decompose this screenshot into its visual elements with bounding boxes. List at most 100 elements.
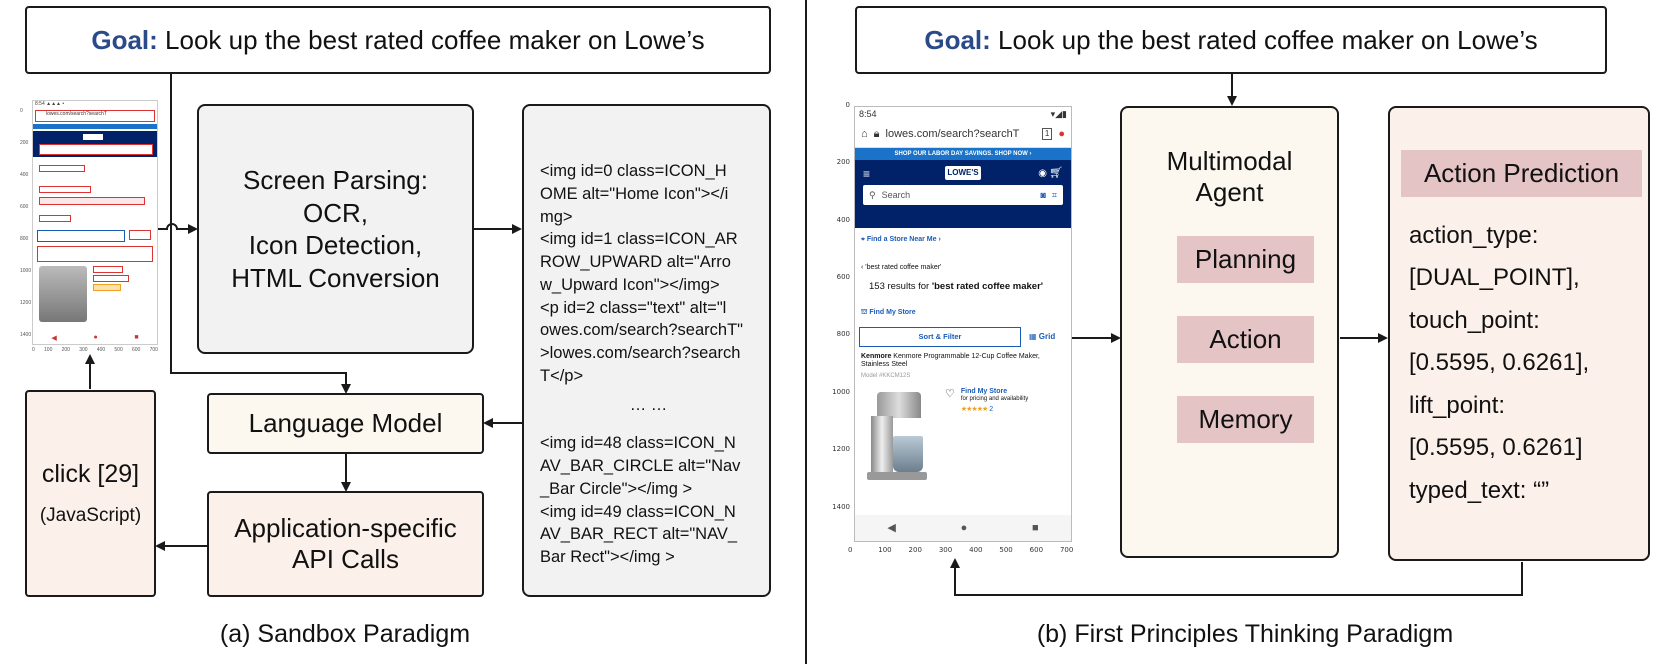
promo-banner[interactable]: SHOP OUR LABOR DAY SAVINGS. SHOP NOW › — [855, 148, 1071, 160]
html-code-line: AV_BAR_RECT alt="NAV_ — [540, 525, 738, 544]
screen-parsing-box: Screen Parsing: OCR, Icon Detection, HTM… — [197, 104, 474, 354]
api-calls-line: Application-specific — [234, 512, 457, 543]
product-title[interactable]: Kenmore Kenmore Programmable 12-Cup Coff… — [855, 351, 1071, 373]
results-count-text: 153 results for — [869, 281, 930, 293]
product-rating[interactable]: ★★★★★ 2 — [961, 406, 1028, 414]
mini-product-row — [39, 266, 157, 322]
mini-store-link — [39, 165, 85, 172]
query-breadcrumb[interactable]: ‹ 'best rated coffee maker' — [855, 248, 1071, 276]
home-icon[interactable]: ⌂ — [861, 127, 868, 140]
mini-product-title — [37, 246, 153, 262]
mini-promo-bar — [33, 124, 157, 129]
prediction-line: touch_point: — [1409, 306, 1540, 334]
api-calls-box: Application-specific API Calls — [207, 491, 484, 597]
y-tick-label: 600 — [836, 273, 850, 282]
mini-status-bar: 8:54 ▲▲▲ • — [35, 101, 65, 107]
planning-label: Planning — [1194, 244, 1297, 274]
y-tick-label: 800 — [836, 330, 850, 339]
y-tick-label: 200 — [836, 158, 850, 167]
html-code-line: mg> — [540, 207, 573, 226]
pin-icon: ⌖ — [861, 236, 865, 243]
results-count: 153 results for 'best rated coffee maker… — [855, 276, 1071, 297]
nav-header: ≡ LOWE'S ◉ 🛒︎ ⚲ Search ◙ ⌗ — [855, 160, 1071, 228]
sort-filter-button[interactable]: Sort & Filter — [859, 327, 1021, 348]
status-bar: 8:54 ▾◢▮ — [855, 107, 1071, 121]
memory-box: Memory — [1177, 396, 1314, 443]
sort-row: Sort & Filter ▦ Grid — [855, 321, 1071, 351]
goal-to-lm-arrow — [170, 73, 351, 394]
cart-icon[interactable]: 🛒︎ — [1049, 167, 1063, 179]
html-code-block: <img id=48 class=ICON_N AV_BAR_CIRCLE alt… — [540, 432, 757, 569]
mini-query — [39, 186, 91, 193]
hamburger-icon[interactable]: ≡ — [863, 167, 871, 181]
left-screenshot: 8:54 ▲▲▲ • lowes.com/search?searchT ◀●■ … — [20, 98, 160, 360]
product-card: ♡ Find My Store for pricing and availabi… — [855, 384, 1071, 486]
right-caption: (b) First Principles Thinking Paradigm — [1036, 620, 1454, 648]
api-calls-line: API Calls — [292, 544, 399, 574]
find-my-store-link[interactable]: ⛫ Find My Store — [855, 297, 1071, 321]
url-text[interactable]: lowes.com/search?searchT — [885, 127, 1020, 140]
store-icon: ⛫ — [861, 309, 868, 317]
html-code-line: ROW_UPWARD alt="Arro — [540, 253, 731, 272]
mini-search — [39, 144, 153, 155]
grid-toggle[interactable]: ▦ Grid — [1029, 332, 1055, 341]
scan-icon[interactable]: ⌗ — [1051, 189, 1057, 200]
tabs-icon[interactable]: 1 — [1041, 128, 1053, 140]
prediction-line: [0.5595, 0.6261] — [1409, 434, 1583, 462]
product-name: Kenmore Programmable 12-Cup Coffee Maker… — [861, 353, 1040, 369]
html-code-line: w_Upward Icon"></img> — [540, 275, 720, 294]
menu-dot-icon[interactable]: ● — [1058, 127, 1065, 140]
html-code-line: <img id=48 class=ICON_N — [540, 434, 736, 453]
url-bar[interactable]: ⌂ 🔒︎ lowes.com/search?searchT 1 ● — [855, 121, 1071, 148]
html-code-line: >lowes.com/search?search — [540, 344, 741, 363]
html-code-line: Bar Rect"></img > — [540, 548, 675, 567]
html-code-line: <img id=0 class=ICON_H — [540, 162, 727, 180]
html-code-line: <img id=49 class=ICON_N — [540, 502, 736, 521]
coffee-maker-image[interactable] — [859, 388, 939, 486]
prediction-line: lift_point: — [1409, 391, 1506, 419]
search-input[interactable]: ⚲ Search ◙ ⌗ — [863, 185, 1063, 205]
goal-text: Look up the best rated coffee maker on L… — [165, 24, 705, 55]
rating-stars-icon: ★★★★★ — [960, 405, 988, 413]
goal-text: Look up the best rated coffee maker on L… — [998, 24, 1538, 55]
recents-icon[interactable]: ■ — [1031, 521, 1039, 534]
search-placeholder: Search — [881, 189, 911, 200]
x-tick-label: 0 — [848, 546, 853, 554]
lowes-logo[interactable]: LOWE'S — [945, 166, 981, 180]
click-action-label: click [29] — [41, 460, 140, 488]
find-my-store-2[interactable]: Find My Store — [960, 388, 1008, 396]
product-info: Find My Store for pricing and availabili… — [961, 388, 1028, 486]
screenshot-to-parsing-arrow — [157, 223, 198, 234]
home-circle-icon[interactable]: ● — [960, 521, 968, 534]
mini-url-bar: lowes.com/search?searchT — [35, 110, 155, 122]
account-icon[interactable]: ◉ — [1038, 168, 1047, 179]
html-ellipsis: … … — [629, 395, 668, 414]
action-prediction-box: Action Prediction action_type:[DUAL_POIN… — [1388, 106, 1650, 561]
prediction-title: Action Prediction — [1401, 150, 1642, 197]
html-code-line: OME alt="Home Icon"></i — [540, 184, 729, 203]
prediction-line: typed_text: “” — [1409, 476, 1550, 504]
prediction-line: action_type: — [1409, 222, 1539, 249]
planning-box: Planning — [1177, 236, 1314, 283]
pricing-text: for pricing and availability — [960, 396, 1029, 403]
grid-icon: ▦ — [1029, 332, 1037, 342]
goal-label: Goal: — [924, 24, 991, 55]
back-icon[interactable]: ◀ — [887, 521, 896, 534]
agent-title: Multimodal Agent — [1122, 146, 1337, 208]
left-caption: (a) Sandbox Paradigm — [219, 620, 471, 648]
product-model: Model #KKCM12S — [861, 373, 911, 380]
html-code-line: AV_BAR_CIRCLE alt="Nav — [540, 457, 741, 476]
favorite-heart-icon[interactable]: ♡ — [945, 388, 955, 401]
y-tick-label: 1200 — [832, 445, 850, 454]
html-output-box: <img id=0 class=ICON_H OME alt="Home Icon… — [522, 104, 771, 597]
camera-icon[interactable]: ◙ — [1040, 189, 1046, 200]
y-tick-label: 0 — [845, 101, 850, 109]
agent-title-line: Multimodal — [1166, 146, 1293, 176]
store-link[interactable]: ⌖ Find a Store Near Me › — [861, 236, 941, 243]
mini-nav-bar — [33, 131, 157, 157]
agent-title-line: Agent — [1195, 177, 1264, 208]
right-goal-box: Goal: Look up the best rated coffee make… — [855, 6, 1607, 74]
